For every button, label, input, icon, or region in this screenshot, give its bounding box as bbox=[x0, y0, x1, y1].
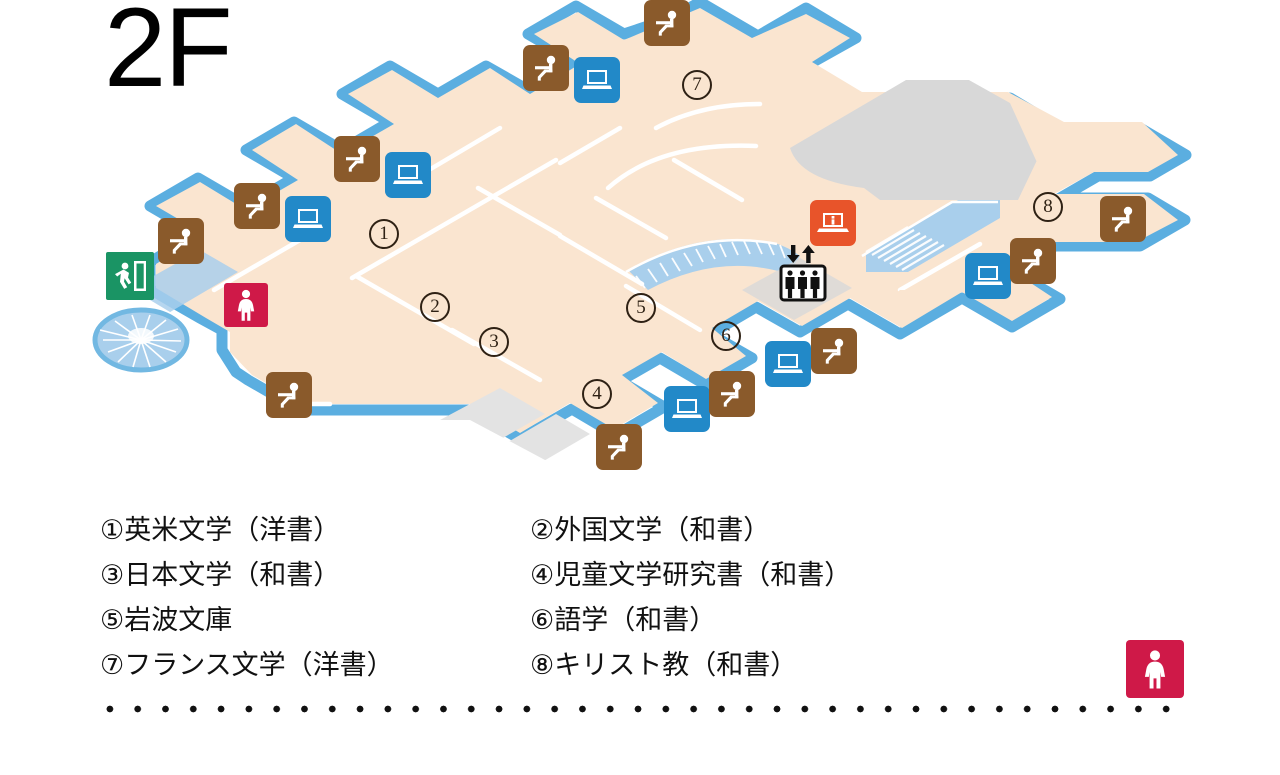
room-number-marker: 8 bbox=[1033, 192, 1063, 222]
spiral-staircase-circle bbox=[92, 307, 190, 373]
reading-seat-icon[interactable] bbox=[334, 136, 380, 182]
legend-item-2: ②外国文学（和書） bbox=[530, 515, 771, 546]
reading-seat-icon[interactable] bbox=[158, 218, 204, 264]
floor-label: 2F bbox=[104, 0, 233, 110]
reading-seat-icon[interactable] bbox=[811, 328, 857, 374]
room-number-marker: 5 bbox=[626, 293, 656, 323]
womens-restroom-icon[interactable] bbox=[1126, 640, 1184, 698]
laptop-pc-icon[interactable] bbox=[664, 386, 710, 432]
room-number-marker: 2 bbox=[420, 292, 450, 322]
room-number-marker: 3 bbox=[479, 327, 509, 357]
room-number-marker: 1 bbox=[369, 219, 399, 249]
legend-item-6: ⑥語学（和書） bbox=[530, 605, 717, 636]
reading-seat-icon[interactable] bbox=[709, 371, 755, 417]
curved-staircase-center bbox=[625, 238, 800, 290]
emergency-exit-icon[interactable] bbox=[106, 252, 154, 300]
laptop-pc-icon[interactable] bbox=[965, 253, 1011, 299]
escalator-upper-right bbox=[861, 200, 1000, 272]
reading-seat-icon[interactable] bbox=[234, 183, 280, 229]
room-number-marker: 6 bbox=[711, 321, 741, 351]
room-number-marker: 4 bbox=[582, 379, 612, 409]
legend-row: ⑦フランス文学（洋書） ⑧キリスト教（和書） bbox=[100, 643, 960, 688]
legend-row: ⑤岩波文庫 ⑥語学（和書） bbox=[100, 598, 960, 643]
legend-item-3: ③日本文学（和書） bbox=[100, 560, 341, 591]
legend-item-4: ④児童文学研究書（和書） bbox=[530, 560, 852, 591]
womens-restroom-icon[interactable] bbox=[224, 283, 268, 327]
floor-map-svg bbox=[92, 0, 1192, 462]
laptop-pc-icon[interactable] bbox=[385, 152, 431, 198]
dotted-divider bbox=[96, 703, 1190, 715]
reading-seat-icon[interactable] bbox=[1100, 196, 1146, 242]
legend-item-5: ⑤岩波文庫 bbox=[100, 605, 233, 636]
womens-restroom-glyph bbox=[1144, 650, 1166, 689]
legend-row: ③日本文学（和書） ④児童文学研究書（和書） bbox=[100, 553, 960, 598]
legend-item-8: ⑧キリスト教（和書） bbox=[530, 650, 798, 681]
reading-seat-icon[interactable] bbox=[644, 0, 690, 46]
legend-row: ①英米文学（洋書） ②外国文学（和書） bbox=[100, 508, 960, 553]
reading-seat-icon[interactable] bbox=[266, 372, 312, 418]
legend-item-7: ⑦フランス文学（洋書） bbox=[100, 650, 394, 681]
floor-map: 1 2 3 4 5 6 7 8 bbox=[92, 0, 1192, 470]
elevator-icon[interactable] bbox=[775, 243, 831, 303]
room-number-marker: 7 bbox=[682, 70, 712, 100]
laptop-pc-icon[interactable] bbox=[574, 57, 620, 103]
reading-seat-icon[interactable] bbox=[523, 45, 569, 91]
laptop-pc-icon[interactable] bbox=[285, 196, 331, 242]
legend: ①英米文学（洋書） ②外国文学（和書） ③日本文学（和書） ④児童文学研究書（和… bbox=[100, 508, 960, 688]
laptop-pc-icon[interactable] bbox=[765, 341, 811, 387]
reading-seat-icon[interactable] bbox=[1010, 238, 1056, 284]
reading-seat-icon[interactable] bbox=[596, 424, 642, 470]
legend-item-1: ①英米文学（洋書） bbox=[100, 515, 341, 546]
information-terminal-icon[interactable] bbox=[810, 200, 856, 246]
spiral-staircase-left bbox=[150, 250, 238, 318]
